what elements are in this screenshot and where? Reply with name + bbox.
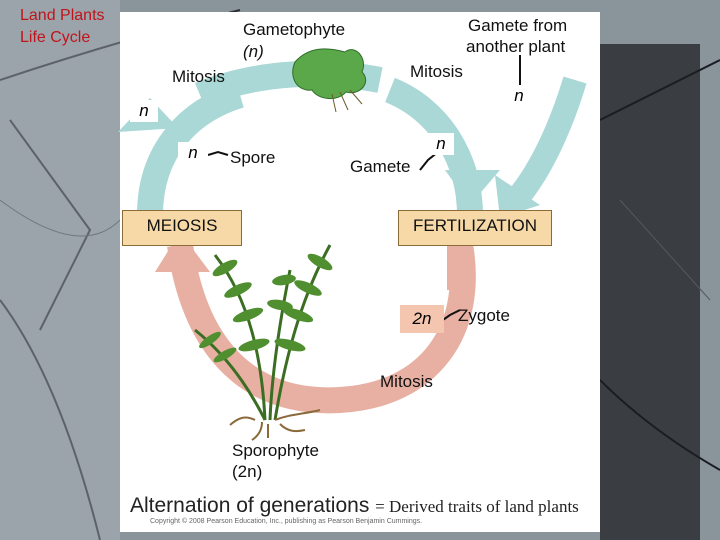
gametophyte-ploidy: (n) bbox=[243, 42, 264, 62]
slide-title-line-1: Land Plants bbox=[20, 5, 105, 27]
n-gamete: n bbox=[428, 133, 454, 155]
sporophyte-ploidy: (2n) bbox=[232, 462, 262, 482]
mitosis-top-right-label: Mitosis bbox=[410, 62, 463, 82]
n-spore: n bbox=[178, 142, 208, 164]
slide-title: Land Plants Life Cycle bbox=[20, 5, 105, 49]
spore-leader bbox=[208, 152, 228, 155]
gamete-label: Gamete bbox=[350, 157, 410, 177]
caption: Alternation of generations = Derived tra… bbox=[130, 494, 579, 518]
fertilization-box: FERTILIZATION bbox=[398, 210, 552, 246]
spore-label: Spore bbox=[230, 148, 275, 168]
caption-suffix: = Derived traits of land plants bbox=[375, 497, 579, 516]
sporophyte-label: Sporophyte bbox=[232, 441, 319, 461]
gametophyte-label: Gametophyte bbox=[243, 20, 345, 40]
n-top-right: n bbox=[505, 85, 533, 107]
gametophyte-illustration bbox=[293, 49, 366, 112]
zygote-ploidy: 2n bbox=[400, 305, 444, 333]
gamete-from-another-line-1: Gamete from bbox=[468, 16, 567, 36]
copyright-notice: Copyright © 2008 Pearson Education, Inc.… bbox=[150, 518, 422, 525]
caption-main: Alternation of generations bbox=[130, 494, 369, 517]
mitosis-top-left-label: Mitosis bbox=[172, 67, 225, 87]
zygote-label: Zygote bbox=[458, 306, 510, 326]
haploid-arrowhead-gamete bbox=[445, 170, 500, 205]
n-left: n bbox=[130, 100, 158, 122]
mitosis-bottom-label: Mitosis bbox=[380, 372, 433, 392]
meiosis-box: MEIOSIS bbox=[122, 210, 242, 246]
gamete-from-another-line-2: another plant bbox=[466, 37, 565, 57]
slide-title-line-2: Life Cycle bbox=[20, 27, 105, 49]
